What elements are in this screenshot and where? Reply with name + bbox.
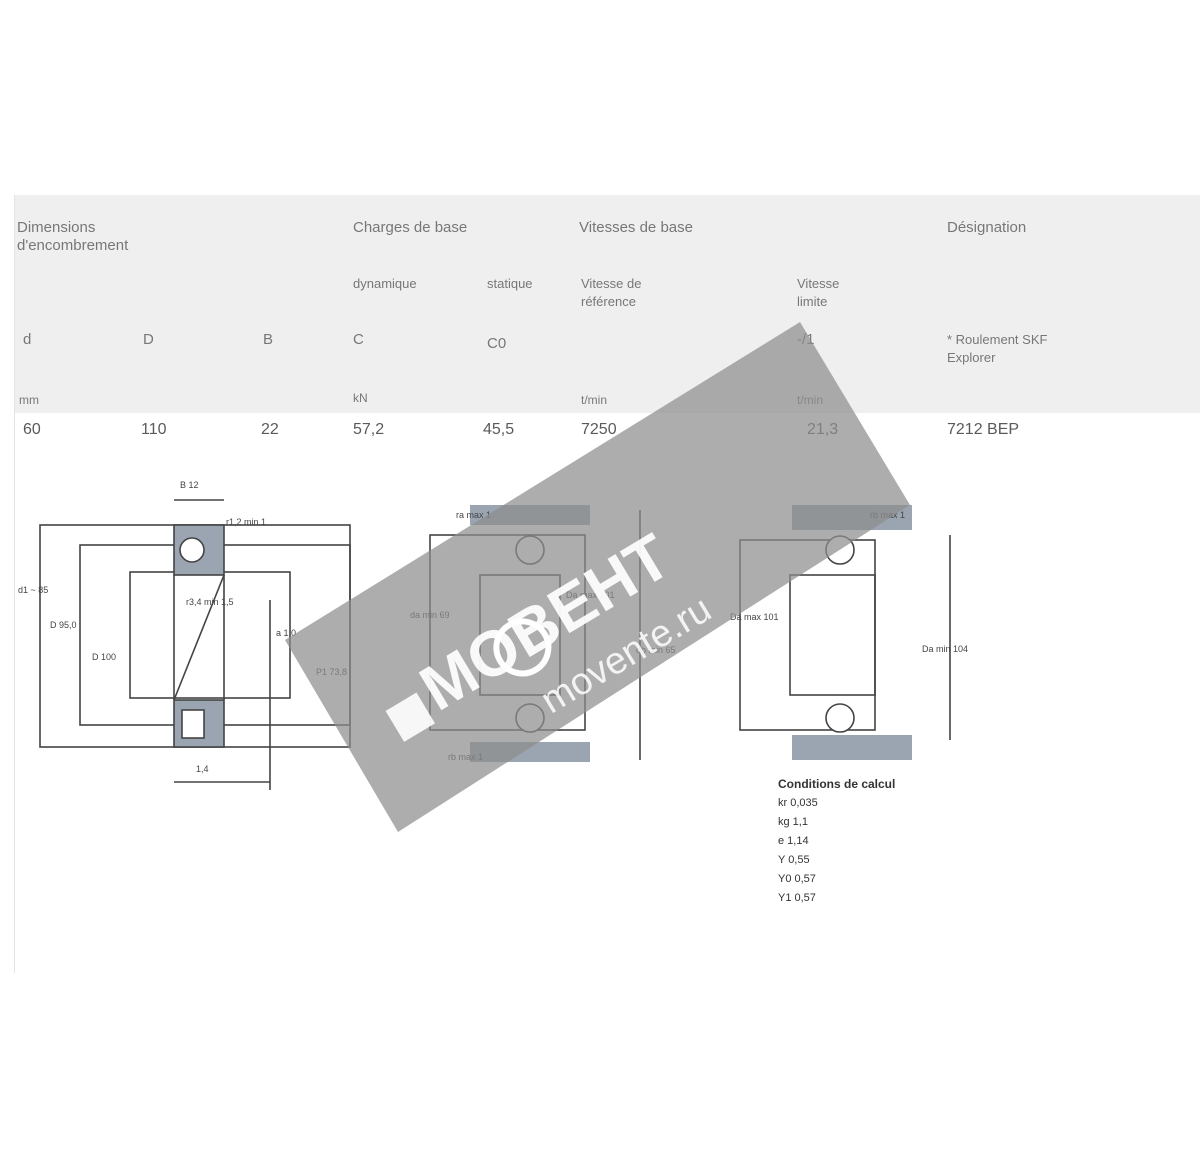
header-dimensions: Dimensions d'encombrement [17, 219, 129, 254]
abut-rb-2: rb max 1 [870, 510, 905, 520]
value-designation: 7212 BEP [947, 421, 1020, 438]
dim-d2: D 100 [92, 652, 116, 662]
ball-top [825, 535, 855, 565]
dim-rs: r1,2 min 1 [226, 517, 266, 527]
factor-item: Y0 0,57 [778, 873, 816, 885]
ball-top [179, 537, 205, 563]
dim-d1: d1 ~ 85 [18, 585, 48, 595]
subheader-limit-speed: Vitesse limite [797, 276, 840, 309]
factor-item: kg 1,1 [778, 816, 808, 828]
value-B: 22 [261, 421, 279, 438]
header-loads: Charges de base [353, 219, 468, 236]
factor-item: kr 0,035 [778, 797, 818, 809]
dim-r34: r3,4 min 1,5 [186, 597, 234, 607]
value-D: 110 [141, 421, 167, 438]
symbol-D: D [143, 331, 154, 348]
subheader-static: statique [487, 276, 533, 291]
abut-Dmax-2: Da max 101 [730, 612, 779, 622]
dim-bottom: 1,4 [196, 764, 209, 774]
subheader-ref-speed: Vitesse de référence [581, 276, 642, 309]
designation-note: * Roulement SKF Explorer [947, 332, 1048, 365]
abut-Dmin-2: Da min 104 [922, 644, 968, 654]
ball-bottom [181, 709, 205, 739]
subheader-dynamic: dynamique [353, 276, 417, 291]
factor-item: Y1 0,57 [778, 892, 816, 904]
calculation-factors: Conditions de calcul kr 0,035 kg 1,1 e 1… [778, 775, 895, 908]
factor-item: Y 0,55 [778, 854, 810, 866]
header-speeds: Vitesses de base [579, 219, 693, 236]
header-designation: Désignation [947, 219, 1027, 236]
ball-bottom [825, 703, 855, 733]
symbol-d: d [23, 331, 32, 348]
unit-mm: mm [19, 393, 39, 407]
value-d: 60 [23, 421, 41, 438]
housing-bottom [792, 735, 912, 760]
dim-top: B 12 [180, 480, 199, 490]
symbol-B: B [263, 331, 274, 348]
factor-item: e 1,14 [778, 835, 809, 847]
factors-title: Conditions de calcul [778, 777, 896, 791]
dim-D1: D 95,0 [50, 620, 77, 630]
